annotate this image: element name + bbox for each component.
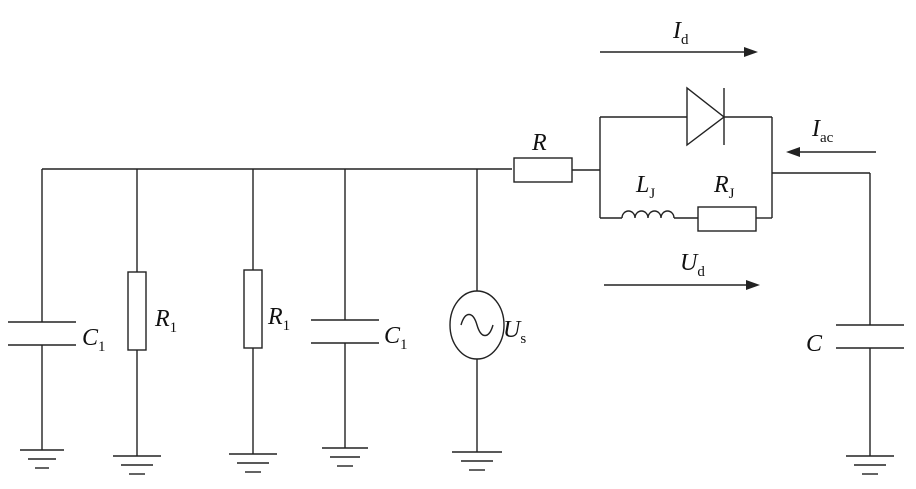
resistor-icon [697,206,757,232]
resistor-icon [243,269,263,349]
resistor-r1-left [127,169,147,456]
label-load-capacitor: C [806,331,823,357]
resistor-r1-mid [243,169,263,454]
arrow-iac [786,147,876,157]
label-diode-current: Id [672,18,689,48]
label-inductor-lj: LJ [635,172,655,202]
ground-icon [113,455,161,475]
arrow-icon [744,47,758,57]
capacitor-c1-left [8,169,76,450]
label-resistor-rj: RJ [713,172,735,202]
resistor-icon [513,157,573,183]
diode-icon [686,86,726,147]
label-r1-left: R1 [154,306,177,336]
inductor-icon [621,210,675,219]
ground-icon [322,447,368,467]
label-c1-mid: C1 [384,323,408,353]
ground-icon [20,449,64,469]
ground-icon [229,453,277,473]
label-c1-left: C1 [82,325,106,355]
label-ac-current: Iac [811,116,834,146]
arrow-icon [746,280,760,290]
arrow-id [600,47,758,57]
label-diode-voltage: Ud [680,250,705,280]
ground-icon [452,451,502,471]
label-r1-mid: R1 [267,304,290,334]
ground-icon [846,455,894,475]
label-series-resistor: R [531,130,547,156]
capacitor-c1-mid [311,169,379,448]
load-capacitor-c [772,172,904,456]
label-source-us: Us [503,317,526,347]
arrow-icon [786,147,800,157]
ac-source-us [449,169,505,452]
arrow-ud [604,280,760,290]
resistor-icon [127,271,147,351]
series-resistor-r [513,157,600,183]
junction-block [599,86,773,232]
